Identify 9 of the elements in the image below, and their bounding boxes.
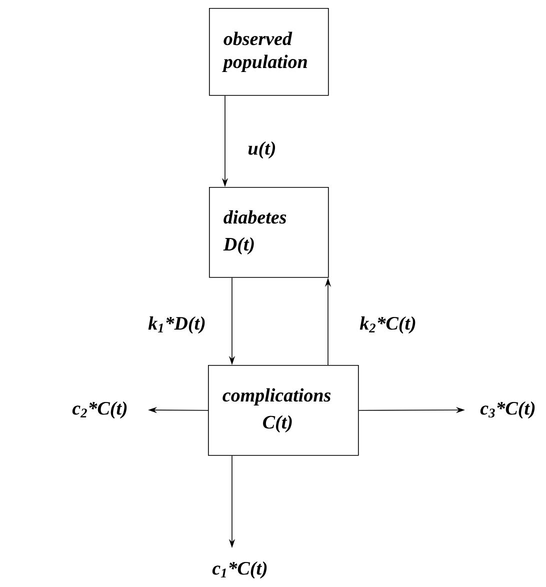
process-box: observed population	[209, 8, 329, 96]
edge-label: u(t)	[246, 140, 278, 160]
edge-label: c$_{2}$*C(t)	[71, 400, 129, 420]
process-box: diabetes D(t)	[209, 187, 329, 278]
edge-label: k$_{1}$*D(t)	[147, 315, 207, 335]
edge-label: c$_{3}$*C(t)	[479, 400, 537, 420]
process-box: complications C(t)	[208, 365, 359, 456]
edge-label: k$_{2}$*C(t)	[358, 315, 418, 335]
edge-label: c$_{1}$*C(t)	[211, 560, 269, 580]
